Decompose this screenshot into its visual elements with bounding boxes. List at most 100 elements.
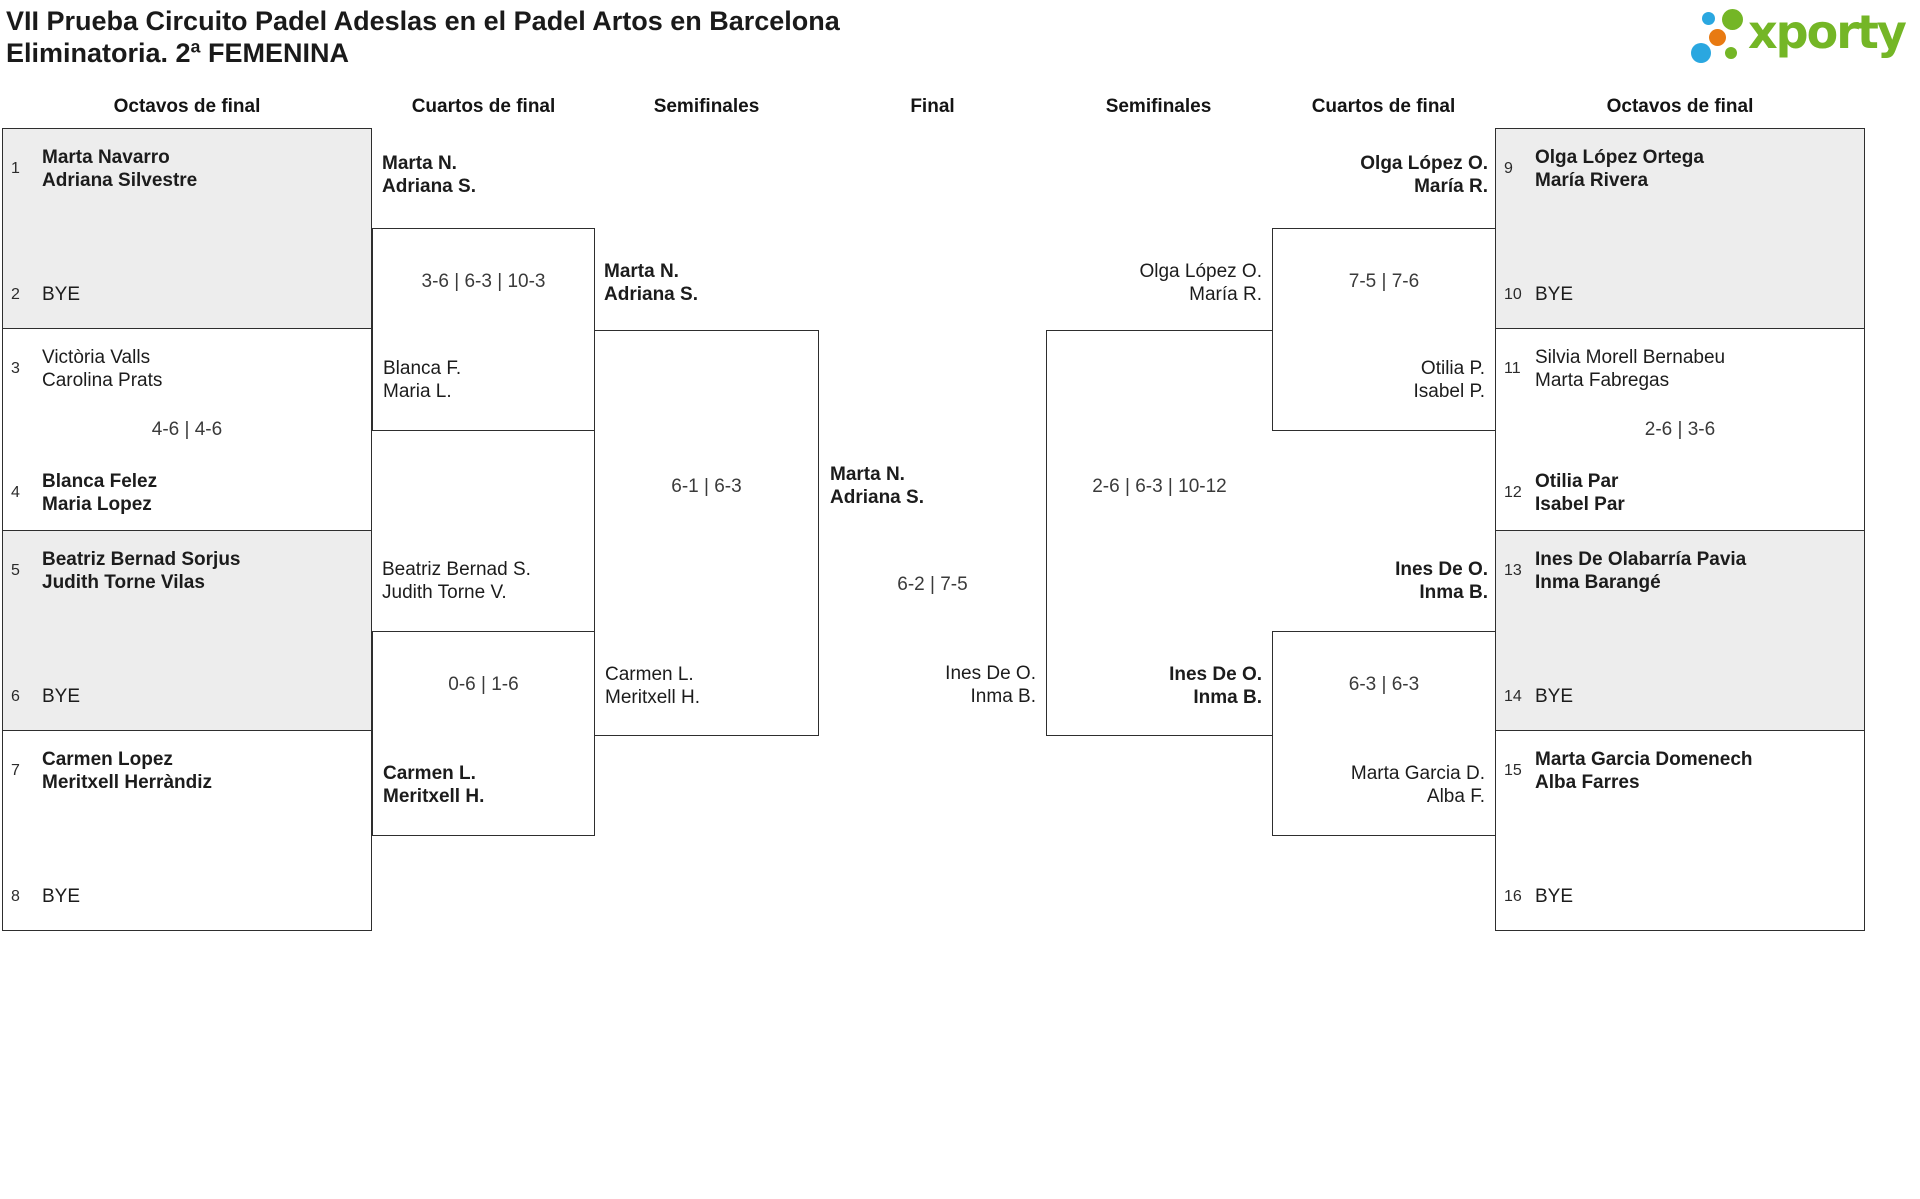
seed-number: 10 [1504, 285, 1522, 303]
player-name: María R. [1414, 176, 1488, 197]
match-score: 3-6 | 6-3 | 10-3 [421, 271, 546, 292]
advancing-team-label: Marta N. Adriana S. [382, 152, 582, 198]
round-header-octavos-right: Octavos de final [1606, 96, 1754, 117]
player-name: Inma B. [970, 686, 1036, 707]
player-name: Marta N. [830, 464, 905, 485]
player-name: Carmen Lopez [42, 749, 173, 770]
player-name: Maria L. [383, 381, 452, 402]
seed-number: 9 [1504, 160, 1513, 177]
player-name: Isabel Par [1535, 494, 1625, 515]
player-name: Judith Torne V. [382, 582, 507, 603]
round-header-cuartos-right: Cuartos de final [1311, 96, 1456, 117]
match-box-qf-4: 6-3 | 6-3 Marta Garcia D. Alba F. [1272, 631, 1496, 836]
logo-wordmark: xporty [1748, 5, 1907, 59]
seed-number: 16 [1504, 887, 1522, 905]
seed-number: 1 [11, 160, 20, 177]
player-name: María Rivera [1535, 170, 1649, 191]
player-name: Silvia Morell Bernabeu [1535, 347, 1726, 368]
player-name: Judith Torne Vilas [42, 572, 205, 593]
page-title-line2: Eliminatoria. 2ª FEMENINA [6, 38, 350, 68]
seed-number: 12 [1504, 484, 1522, 501]
player-name: Olga López Ortega [1535, 147, 1704, 168]
player-name: Inma B. [1419, 582, 1488, 603]
match-box-qf-3: 7-5 | 7-6 Otilia P. Isabel P. [1272, 228, 1496, 431]
player-name: Otilia Par [1535, 471, 1619, 492]
match-score: 6-1 | 6-3 [671, 476, 742, 497]
logo-dot-icon [1709, 29, 1726, 46]
player-name: María R. [1189, 284, 1262, 305]
match-box-r16-1: 1 Marta Navarro Adriana Silvestre 2 BYE [2, 128, 372, 329]
player-name: BYE [1535, 886, 1574, 907]
player-name: Alba Farres [1535, 772, 1640, 793]
page-title-line1: VII Prueba Circuito Padel Adeslas en el … [6, 6, 840, 36]
seed-number: 14 [1504, 687, 1522, 705]
advancing-team-label: Olga López O. María R. [1276, 152, 1488, 198]
player-name: Marta N. [604, 261, 679, 282]
player-name: Carmen L. [383, 763, 476, 784]
player-name: Victòria Valls [42, 347, 151, 368]
player-name: Meritxell H. [605, 687, 701, 708]
player-name: Blanca Felez [42, 471, 158, 492]
player-name: Olga López O. [1139, 261, 1262, 282]
final-score: 6-2 | 7-5 [897, 574, 968, 595]
player-name: Isabel P. [1413, 381, 1485, 402]
player-name: Ines De Olabarría Pavia [1535, 549, 1747, 570]
match-box-qf-1: 3-6 | 6-3 | 10-3 Blanca F. Maria L. [372, 228, 595, 431]
match-box-r16-6: 11 Silvia Morell Bernabeu Marta Fabregas… [1495, 328, 1865, 531]
player-name: Adriana S. [604, 284, 698, 305]
final-team-bottom: Ines De O. Inma B. [836, 662, 1036, 708]
player-name: BYE [42, 686, 81, 707]
seed-number: 2 [11, 285, 20, 303]
player-name: Adriana S. [382, 176, 476, 197]
final-team-top: Marta N. Adriana S. [830, 463, 1030, 509]
seed-number: 8 [11, 887, 20, 905]
player-name: BYE [1535, 686, 1574, 707]
seed-number: 13 [1504, 562, 1522, 579]
match-box-qf-2: 0-6 | 1-6 Carmen L. Meritxell H. [372, 631, 595, 836]
player-name: Maria Lopez [42, 494, 152, 515]
seed-number: 7 [11, 762, 20, 779]
player-name: Marta Navarro [42, 147, 170, 168]
advancing-team-label: Marta N. Adriana S. [604, 260, 804, 306]
seed-number: 11 [1504, 360, 1521, 377]
player-name: Adriana S. [830, 487, 924, 508]
player-name: Inma Barangé [1535, 572, 1661, 593]
player-name: Carolina Prats [42, 370, 163, 391]
round-header-semifinales-right: Semifinales [1105, 96, 1212, 117]
match-box-sf-2: 2-6 | 6-3 | 10-12 Ines De O. Inma B. [1046, 330, 1272, 736]
player-name: Olga López O. [1360, 153, 1488, 174]
match-score: 6-3 | 6-3 [1348, 674, 1420, 695]
player-name: Ines De O. [1395, 559, 1488, 580]
seed-number: 6 [11, 687, 20, 705]
match-box-r16-7: 13 Ines De Olabarría Pavia Inma Barangé … [1495, 530, 1865, 731]
match-score: 4-6 | 4-6 [151, 418, 223, 440]
player-name: Carmen L. [605, 664, 694, 685]
player-name: Marta Fabregas [1535, 370, 1670, 391]
player-name: Blanca F. [383, 358, 462, 379]
round-header-semifinales-left: Semifinales [653, 96, 760, 117]
xporty-logo[interactable]: xporty [1686, 2, 1920, 82]
seed-number: 4 [11, 484, 20, 501]
player-name: Inma B. [1193, 687, 1262, 708]
player-name: Ines De O. [945, 663, 1036, 684]
round-header-octavos-left: Octavos de final [113, 96, 261, 117]
seed-number: 3 [11, 360, 20, 377]
player-name: BYE [42, 886, 81, 907]
advancing-team-label: Beatriz Bernad S. Judith Torne V. [382, 558, 582, 604]
page-title: VII Prueba Circuito Padel Adeslas en el … [6, 5, 840, 69]
player-name: Alba F. [1426, 786, 1485, 807]
player-name: Marta Garcia Domenech [1535, 749, 1753, 770]
seed-number: 5 [11, 562, 20, 579]
round-header-final: Final [910, 96, 955, 117]
player-name: Adriana Silvestre [42, 170, 198, 191]
player-name: Ines De O. [1169, 664, 1262, 685]
match-box-sf-1: 6-1 | 6-3 Carmen L. Meritxell H. [594, 330, 819, 736]
player-name: BYE [42, 284, 81, 305]
match-score: 0-6 | 1-6 [448, 674, 519, 695]
match-box-r16-3: 5 Beatriz Bernad Sorjus Judith Torne Vil… [2, 530, 372, 731]
match-box-r16-2: 3 Victòria Valls Carolina Prats 4-6 | 4-… [2, 328, 372, 531]
match-box-r16-5: 9 Olga López Ortega María Rivera 10 BYE [1495, 128, 1865, 329]
player-name: Meritxell H. [383, 786, 485, 807]
logo-dot-icon [1691, 43, 1711, 63]
player-name: BYE [1535, 284, 1574, 305]
